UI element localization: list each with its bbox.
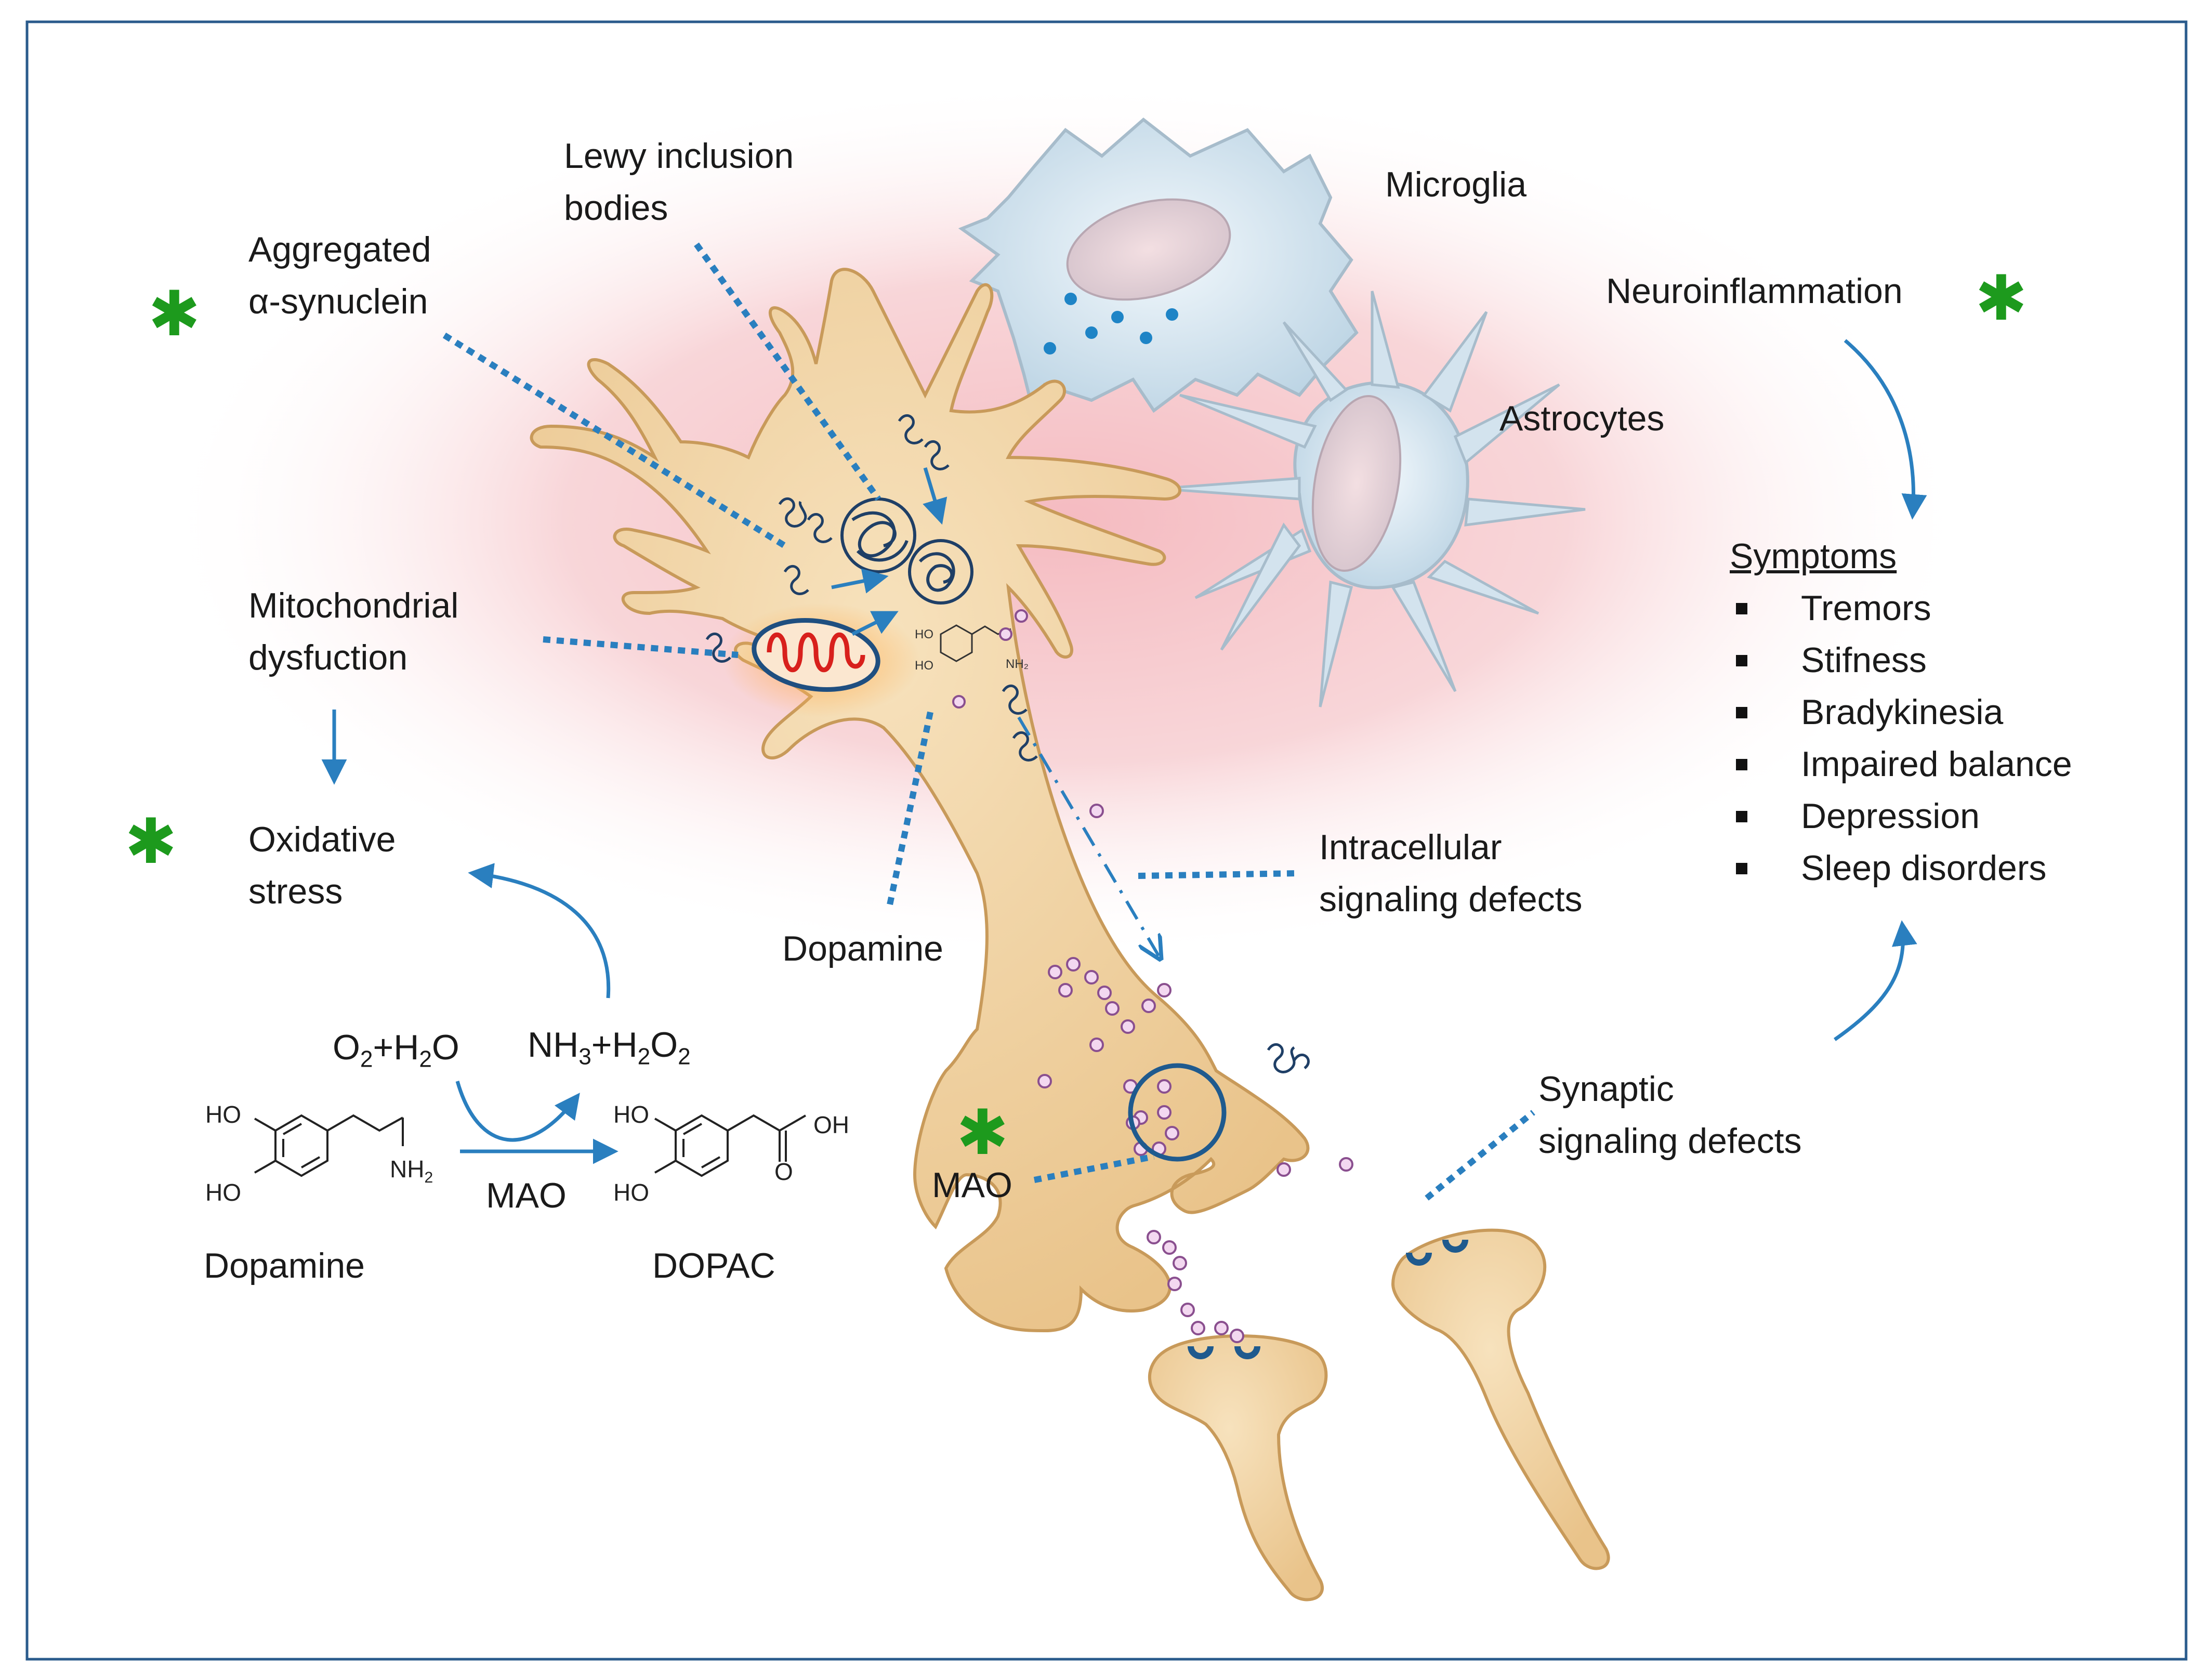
symptom-depression: Depression xyxy=(1801,796,1980,836)
arrow-byproducts-to-oxidative xyxy=(468,863,611,999)
label-intracellular: Intracellular xyxy=(1319,828,1502,867)
asterisk-synuclein: ✱ xyxy=(148,278,201,350)
neuron-cell xyxy=(530,268,1310,1333)
label-o2-h2o: O2+H2O xyxy=(333,1028,459,1072)
symptom-stifness: Stifness xyxy=(1801,640,1927,680)
dopamine-nh2: NH2 xyxy=(390,1156,433,1186)
symptom-bullet-5 xyxy=(1736,811,1747,822)
asterisk-neuroinflammation: ✱ xyxy=(1975,262,2028,335)
label-mao-reaction: MAO xyxy=(486,1176,567,1215)
label-astrocytes: Astrocytes xyxy=(1499,399,1665,438)
symptom-tremors: Tremors xyxy=(1801,588,1931,628)
vesicles xyxy=(952,609,1353,1343)
asterisk-oxidative: ✱ xyxy=(125,806,177,878)
label-oxidative: Oxidative xyxy=(248,820,396,859)
label-microglia: Microglia xyxy=(1385,165,1527,204)
symptom-bullet-1 xyxy=(1736,603,1747,614)
label-lewy-bodies: bodies xyxy=(564,188,668,228)
postsynaptic-terminal-right xyxy=(1391,1228,1610,1570)
label-synaptic: Synaptic xyxy=(1538,1069,1674,1109)
label-mitochondrial: Mitochondrial xyxy=(248,586,459,625)
label-dopamine-structure: Dopamine xyxy=(204,1246,365,1285)
arrow-neuroinflammation-to-symptoms xyxy=(1844,339,1927,520)
postsynaptic-terminal-lower xyxy=(1148,1334,1328,1602)
leader-lines xyxy=(442,242,1535,1201)
dopamine-receptors xyxy=(1188,1240,1468,1359)
arrow-o2-to-nh3 xyxy=(455,1081,580,1142)
arrow-synaptic-to-symptoms xyxy=(1833,920,1917,1041)
asterisk-mao: ✱ xyxy=(956,1097,1009,1169)
label-neuroinflammation: Neuroinflammation xyxy=(1606,271,1903,311)
dopac-ho-top: HO xyxy=(613,1101,649,1128)
mitochondria-cristae xyxy=(767,633,865,672)
label-signaling-defects: signaling defects xyxy=(1319,880,1583,919)
astrocyte-cell xyxy=(1159,291,1586,707)
dopamine-ho-top: HO xyxy=(205,1101,241,1128)
dopac-oh: OH xyxy=(813,1111,849,1138)
transport-arrow xyxy=(1017,716,1159,956)
aggregation-arrow-2 xyxy=(923,467,947,525)
symptom-impaired-balance: Impaired balance xyxy=(1801,744,2072,784)
cell-dopamine-ho2: HO xyxy=(915,659,933,673)
symptom-bullet-2 xyxy=(1736,655,1747,666)
label-alpha-synuclein: α-synuclein xyxy=(248,282,428,321)
symptom-bullet-4 xyxy=(1736,759,1747,770)
microglia-nucleus xyxy=(1066,198,1231,301)
symptom-bradykinesia: Bradykinesia xyxy=(1801,692,2004,732)
cell-dopamine-ho1: HO xyxy=(915,627,933,641)
label-dysfuction: dysfuction xyxy=(248,638,408,677)
dopac-ho-bottom: HO xyxy=(613,1179,649,1206)
label-mao-cell: MAO xyxy=(932,1165,1012,1205)
label-dopamine-cell: Dopamine xyxy=(782,929,943,968)
aggregation-arrow-1 xyxy=(831,568,889,594)
label-synaptic-defects: signaling defects xyxy=(1538,1121,1802,1161)
symptoms-title: Symptoms xyxy=(1730,536,1897,576)
symptom-bullet-6 xyxy=(1736,863,1747,874)
cell-dopamine-nh2: NH₂ xyxy=(1006,657,1029,671)
label-lewy-inclusion: Lewy inclusion xyxy=(564,136,794,176)
label-nh3-h2o2: NH3+H2O2 xyxy=(528,1025,691,1070)
aggregation-arrow-3 xyxy=(851,611,899,636)
dopamine-structure xyxy=(254,1114,404,1177)
dopac-structure xyxy=(654,1114,807,1177)
dopac-o: O xyxy=(774,1158,793,1185)
label-aggregated: Aggregated xyxy=(248,230,431,269)
symptom-sleep-disorders: Sleep disorders xyxy=(1801,848,2047,888)
mao-vesicle xyxy=(1128,1063,1227,1162)
microglia-granules xyxy=(1044,293,1178,355)
dopamine-ho-bottom: HO xyxy=(205,1179,241,1206)
label-dopac: DOPAC xyxy=(652,1246,775,1285)
symptom-bullet-3 xyxy=(1736,707,1747,718)
alpha-synuclein-aggregates xyxy=(705,414,1310,1073)
label-stress: stress xyxy=(248,872,343,911)
